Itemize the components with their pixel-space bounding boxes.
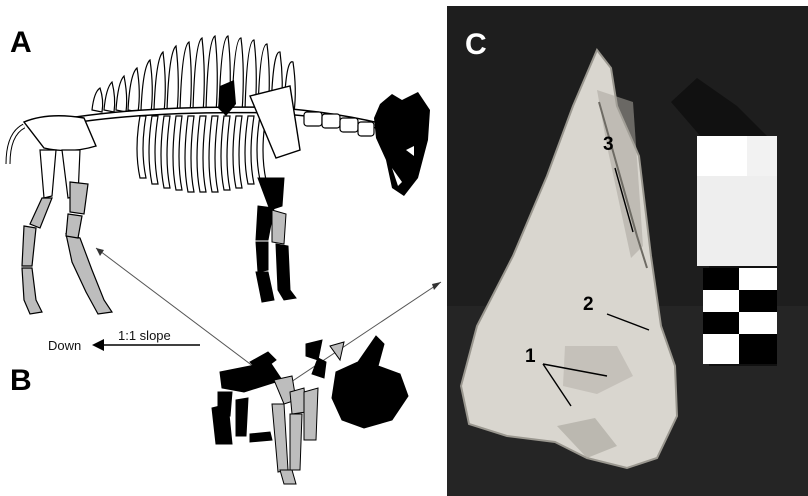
hind-legs bbox=[22, 150, 112, 314]
grey-bones-b bbox=[272, 342, 344, 484]
bison-skeleton-drawing bbox=[0, 0, 445, 496]
panel-c-label: C bbox=[465, 28, 487, 62]
fossil-photo bbox=[447, 6, 808, 496]
skeleton-diagram-panel: A B Down 1:1 slope bbox=[0, 0, 445, 496]
slope-arrowhead bbox=[92, 339, 104, 351]
marker-1: 1 bbox=[525, 346, 536, 368]
fossil-photo-panel: C 3 2 1 bbox=[447, 6, 808, 496]
neck-vertebrae bbox=[304, 112, 374, 136]
front-legs bbox=[256, 178, 296, 302]
skull bbox=[374, 92, 430, 196]
marker-3: 3 bbox=[603, 134, 614, 156]
panel-a-label: A bbox=[10, 26, 32, 60]
pelvis bbox=[24, 116, 96, 151]
panel-b-label: B bbox=[10, 364, 32, 398]
marker-2: 2 bbox=[583, 294, 594, 316]
direction-label: Down bbox=[48, 338, 81, 353]
slope-label: 1:1 slope bbox=[118, 328, 171, 343]
ribcage bbox=[137, 116, 266, 192]
